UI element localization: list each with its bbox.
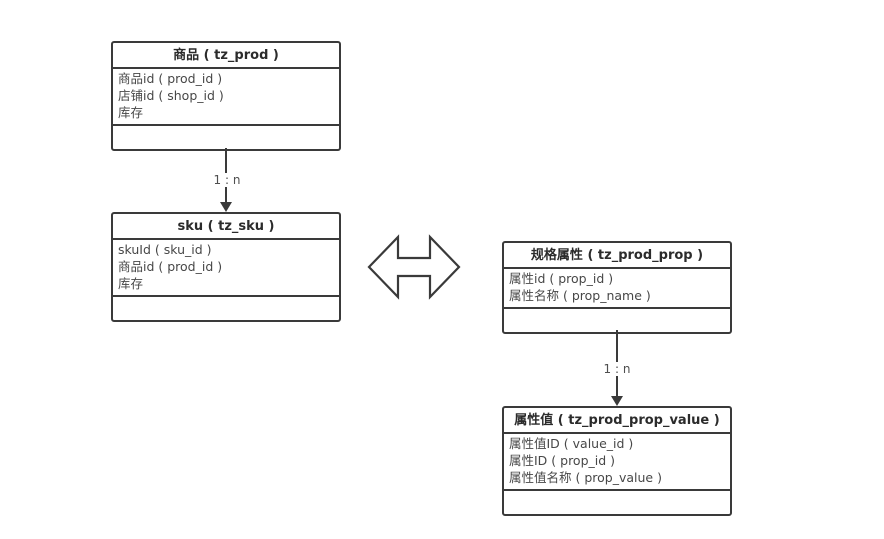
connector-cardinality-label: 1 : n xyxy=(599,362,635,376)
table-footer-empty xyxy=(504,491,730,514)
table-field: 属性ID ( prop_id ) xyxy=(509,453,616,468)
table-fields-sku: skuId ( sku_id ) 商品id ( prod_id ) 库存 xyxy=(113,240,339,297)
table-footer-empty xyxy=(113,126,339,149)
table-footer-empty xyxy=(113,297,339,320)
entity-table-prod-prop: 规格属性 ( tz_prod_prop ) 属性id ( prop_id ) 属… xyxy=(502,241,732,334)
table-field: 属性名称 ( prop_name ) xyxy=(509,288,651,303)
table-fields-prod: 商品id ( prod_id ) 店铺id ( shop_id ) 库存 xyxy=(113,69,339,126)
table-title-prod: 商品 ( tz_prod ) xyxy=(113,43,339,69)
table-field: 属性值ID ( value_id ) xyxy=(509,436,634,451)
arrowhead-icon xyxy=(611,396,623,406)
double-arrow-icon xyxy=(367,234,461,300)
table-title-prod-prop: 规格属性 ( tz_prod_prop ) xyxy=(504,243,730,269)
table-field: 属性id ( prop_id ) xyxy=(509,271,614,286)
table-title-prod-prop-value: 属性值 ( tz_prod_prop_value ) xyxy=(504,408,730,434)
table-field: 属性值名称 ( prop_value ) xyxy=(509,470,662,485)
table-footer-empty xyxy=(504,309,730,332)
table-field: 商品id ( prod_id ) xyxy=(118,71,223,86)
table-fields-prod-prop-value: 属性值ID ( value_id ) 属性ID ( prop_id ) 属性值名… xyxy=(504,434,730,491)
table-field: 店铺id ( shop_id ) xyxy=(118,88,224,103)
table-fields-prod-prop: 属性id ( prop_id ) 属性名称 ( prop_name ) xyxy=(504,269,730,309)
entity-table-prod-prop-value: 属性值 ( tz_prod_prop_value ) 属性值ID ( value… xyxy=(502,406,732,516)
table-field: 库存 xyxy=(118,276,144,291)
table-field: 库存 xyxy=(118,105,144,120)
connector-cardinality-label: 1 : n xyxy=(209,173,245,187)
entity-table-sku: sku ( tz_sku ) skuId ( sku_id ) 商品id ( p… xyxy=(111,212,341,322)
arrowhead-icon xyxy=(220,202,232,212)
table-field: 商品id ( prod_id ) xyxy=(118,259,223,274)
table-title-sku: sku ( tz_sku ) xyxy=(113,214,339,240)
table-field: skuId ( sku_id ) xyxy=(118,242,212,257)
entity-table-prod: 商品 ( tz_prod ) 商品id ( prod_id ) 店铺id ( s… xyxy=(111,41,341,151)
